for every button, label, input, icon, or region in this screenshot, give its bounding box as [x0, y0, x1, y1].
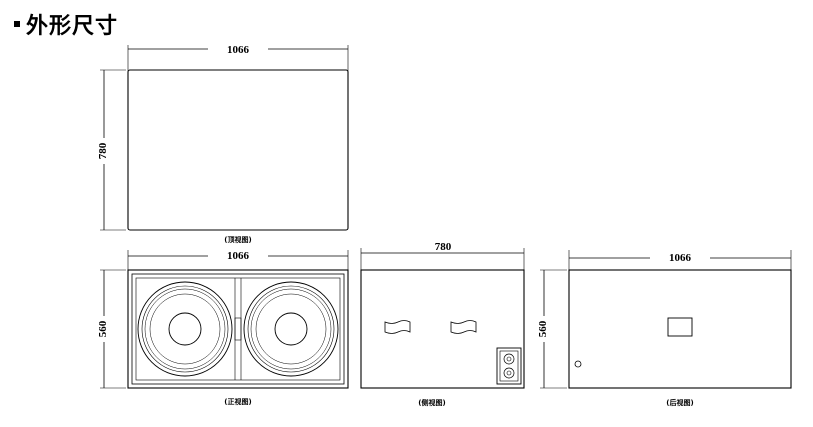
rear-view-caption: (后视图) — [666, 398, 693, 407]
top-view: 1066 780 (顶视图) — [96, 44, 349, 244]
front-view-outline — [127, 269, 349, 389]
top-view-depth-label: 780 — [97, 142, 109, 159]
rear-port-icon — [574, 360, 582, 368]
rear-view: 1066 560 (后视图) — [536, 250, 792, 407]
rear-view-height-label: 560 — [537, 320, 549, 337]
rear-view-width-label: 1066 — [669, 252, 692, 264]
top-view-width-label: 1066 — [227, 44, 250, 56]
title-bullet-icon — [14, 21, 20, 27]
front-right-woofer — [243, 281, 339, 377]
side-view-caption: (侧视图) — [418, 398, 445, 407]
front-view: 1066 560 (正视图) — [96, 250, 349, 406]
connector-panel-icon — [496, 347, 522, 385]
front-view-height-label: 560 — [97, 320, 109, 337]
page-title-text: 外形尺寸 — [26, 14, 119, 39]
side-view: 780 (侧视图) — [360, 241, 525, 407]
top-view-outline — [127, 69, 349, 231]
front-view-width-label: 1066 — [227, 250, 250, 262]
side-view-outline — [360, 269, 525, 389]
top-view-caption: (顶视图) — [224, 235, 251, 244]
front-view-caption: (正视图) — [224, 397, 251, 406]
page-title: 外形尺寸 — [14, 8, 118, 40]
rear-view-outline — [568, 269, 792, 389]
rear-panel-plate-icon — [667, 317, 693, 337]
front-left-woofer — [137, 281, 233, 377]
side-handle-right-icon — [450, 320, 477, 334]
side-view-depth-label: 780 — [435, 241, 452, 253]
side-handle-left-icon — [384, 320, 411, 334]
